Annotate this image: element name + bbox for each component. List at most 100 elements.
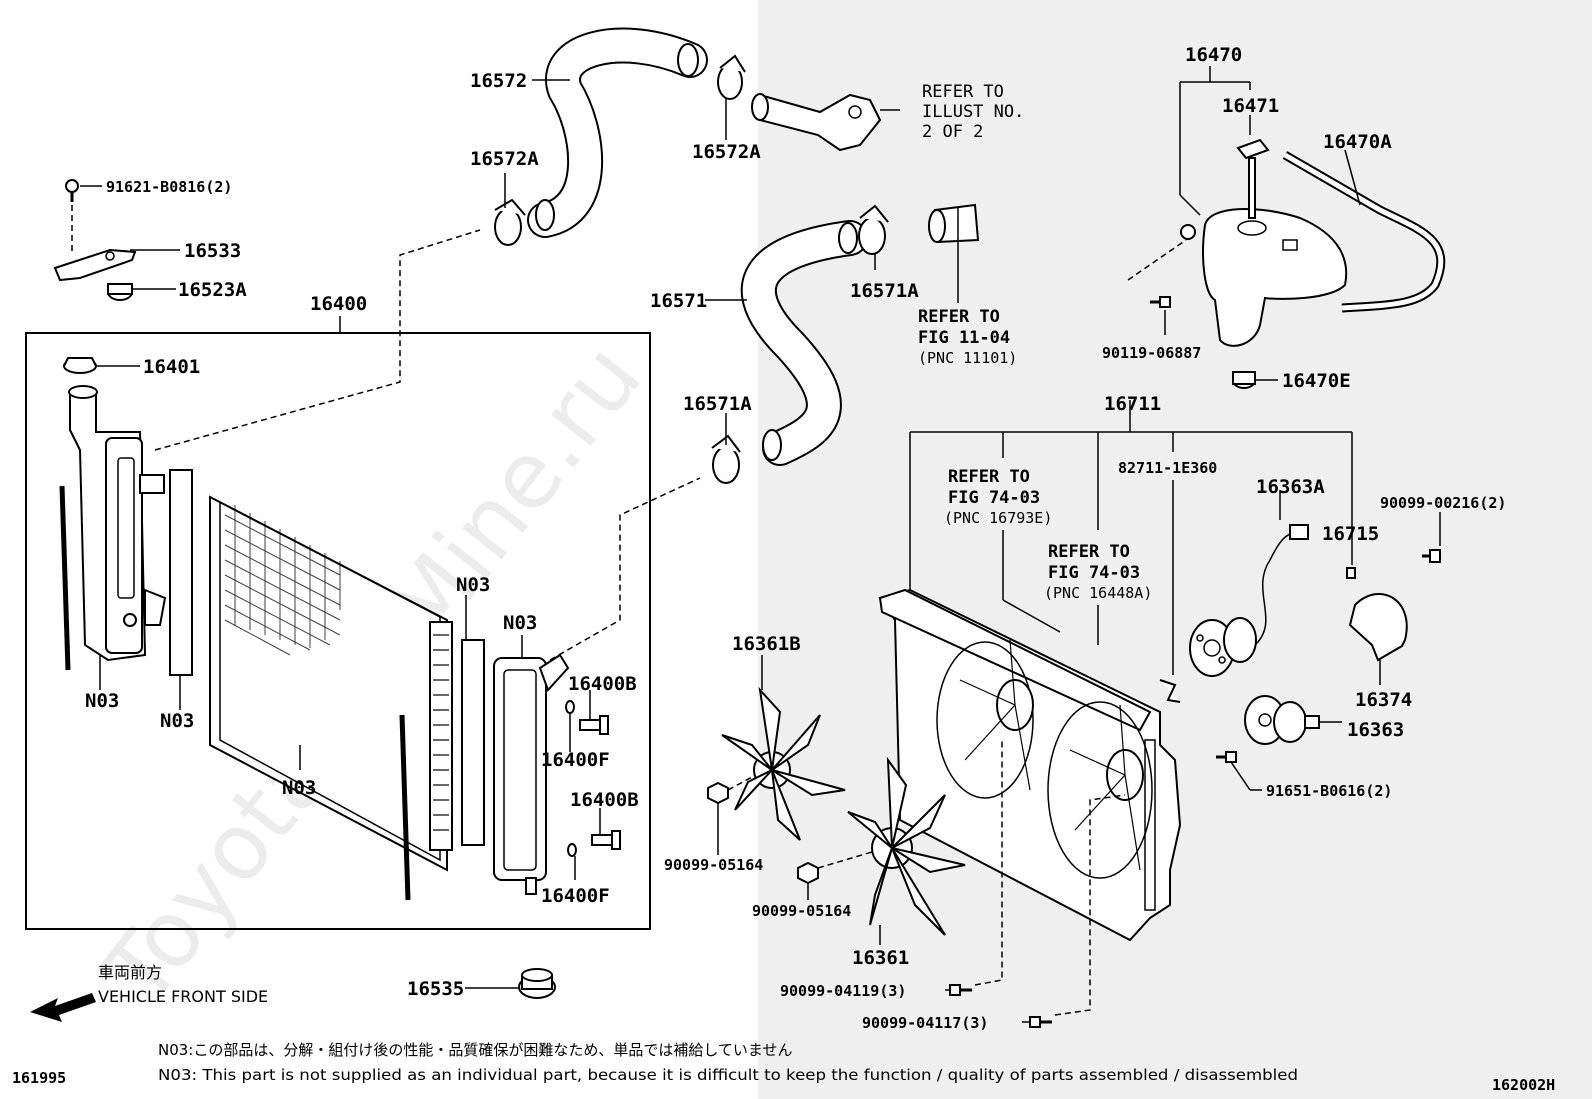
nut-90099-05164-b[interactable] [797,861,819,885]
label-90099-04119: 90099-04119(3) [780,982,906,1000]
radiator-core[interactable] [209,495,448,872]
radiator-assembly-frame [25,332,651,930]
label-16470: 16470 [1185,44,1242,66]
fan-motor-wire [1255,531,1296,645]
left-tank-gasket[interactable] [169,469,193,676]
label-16533: 16533 [184,240,241,262]
label-16400B-a: 16400B [568,673,637,695]
label-16571: 16571 [650,290,707,312]
hose-clamp-lower-top[interactable] [858,204,889,255]
svg-text:REFER TO: REFER TO [922,82,1004,102]
wire-harness-clamp[interactable] [1159,679,1181,703]
label-91651: 91651-B0616(2) [1266,782,1392,800]
left-seal-strip[interactable] [59,485,71,671]
label-16535: 16535 [407,978,464,1000]
note-n03-en: N03: This part is not supplied as an ind… [158,1066,1298,1084]
fan-motor-cover-16374[interactable] [1348,593,1408,662]
radiator-mount-cushion-lower[interactable] [518,968,556,999]
fan-blade-16361[interactable] [847,756,966,936]
label-16401: 16401 [143,356,200,378]
label-n03-b: N03 [503,612,537,634]
refer-illust-2-of-2: REFER TO ILLUST NO. 2 OF 2 [922,82,1024,142]
svg-text:2 OF 2: 2 OF 2 [922,122,983,142]
label-82711: 82711-1E360 [1118,459,1217,477]
fan-motor-connector[interactable] [1289,524,1309,540]
svg-text:(PNC 11101): (PNC 11101) [918,349,1017,367]
fan-blade-16361B[interactable] [721,686,846,841]
vehicle-front-en: VEHICLE FRONT SIDE [98,987,268,1006]
label-n03-c: N03 [85,690,119,712]
label-16400: 16400 [310,293,367,315]
hose-clamp-upper-left[interactable] [494,198,526,246]
radiator-right-tank[interactable] [493,653,570,895]
radiator-mount-cushion-upper[interactable] [107,283,133,301]
water-outlet-pipe[interactable] [751,93,882,152]
reserve-tank-cushion[interactable] [1232,371,1256,389]
svg-text:(PNC 16448A): (PNC 16448A) [1044,584,1152,602]
fan-motor-16363A[interactable] [1189,617,1257,677]
label-90099-00216: 90099-00216(2) [1380,494,1506,512]
label-90099-04117: 90099-04117(3) [862,1014,988,1032]
radiator-left-tank[interactable] [68,385,167,662]
vehicle-front-jp: 車両前方 [98,963,162,982]
right-panel-background [758,0,1592,1099]
svg-text:REFER TO: REFER TO [1048,542,1130,562]
o-ring-lower[interactable] [567,843,577,857]
label-16711: 16711 [1104,393,1161,415]
svg-text:REFER TO: REFER TO [948,467,1030,487]
note-n03-jp: N03:この部品は、分解・組付け後の性能・品質確保が困難なため、単品では補給して… [158,1041,792,1059]
drain-plug-upper[interactable] [579,715,609,735]
label-16374: 16374 [1355,689,1412,711]
nut-90099-05164-a[interactable] [707,781,729,805]
label-16571A-top: 16571A [850,280,919,302]
fan-shroud[interactable] [878,588,1182,942]
label-16715: 16715 [1322,523,1379,545]
right-tank-gasket[interactable] [461,639,485,846]
label-16361: 16361 [852,947,909,969]
label-16571A-bottom: 16571A [683,393,752,415]
lower-radiator-hose[interactable] [742,222,866,464]
label-16572A-right: 16572A [692,141,761,163]
svg-text:FIG 11-04: FIG 11-04 [918,328,1010,348]
o-ring-upper[interactable] [565,700,575,714]
fan-motor-16363[interactable] [1244,695,1320,745]
svg-text:FIG 74-03: FIG 74-03 [1048,563,1140,583]
coolant-reserve-tank[interactable] [1180,207,1348,347]
cover-clip-16715[interactable] [1346,567,1356,579]
label-16572: 16572 [470,70,527,92]
bolt-91621[interactable] [65,179,79,202]
engine-inlet-pipe-stub[interactable] [928,203,980,244]
bolt-90099-04117[interactable] [1029,1016,1052,1028]
label-16470A: 16470A [1323,131,1392,153]
hose-clamp-upper-right[interactable] [717,54,746,100]
label-n03-e: N03 [282,777,316,799]
upper-radiator-hose[interactable] [529,29,706,236]
label-16361B: 16361B [732,633,801,655]
radiator-cap[interactable] [63,357,97,374]
label-90099-05164-b: 90099-05164 [752,902,851,920]
vehicle-front-arrow-icon [30,993,96,1022]
bolt-90099-04119[interactable] [949,984,972,996]
bolt-90119[interactable] [1150,296,1171,308]
right-seal-strip[interactable] [399,714,411,901]
screw-90099-00216[interactable] [1422,549,1441,563]
label-16471: 16471 [1222,95,1279,117]
radiator-support-bracket[interactable] [53,248,137,282]
label-16400B-b: 16400B [570,789,639,811]
label-16400F-a: 16400F [541,749,610,771]
reserve-tank-cap[interactable] [1236,138,1270,219]
refer-fig-74-03-16448A: REFER TO FIG 74-03 (PNC 16448A) [1044,542,1152,602]
label-16572A-left: 16572A [470,148,539,170]
illustration-code-left: 161995 [12,1069,66,1087]
radiator-side-fin-panel[interactable] [429,621,453,851]
svg-text:FIG 74-03: FIG 74-03 [948,488,1040,508]
svg-text:REFER TO: REFER TO [918,307,1000,327]
label-16523A: 16523A [178,279,247,301]
illustration-code-right: 162002H [1492,1076,1555,1094]
bolt-91651[interactable] [1216,751,1237,763]
label-91621: 91621-B0816(2) [106,178,232,196]
label-90099-05164-a: 90099-05164 [664,856,763,874]
drain-plug-lower[interactable] [591,830,621,850]
